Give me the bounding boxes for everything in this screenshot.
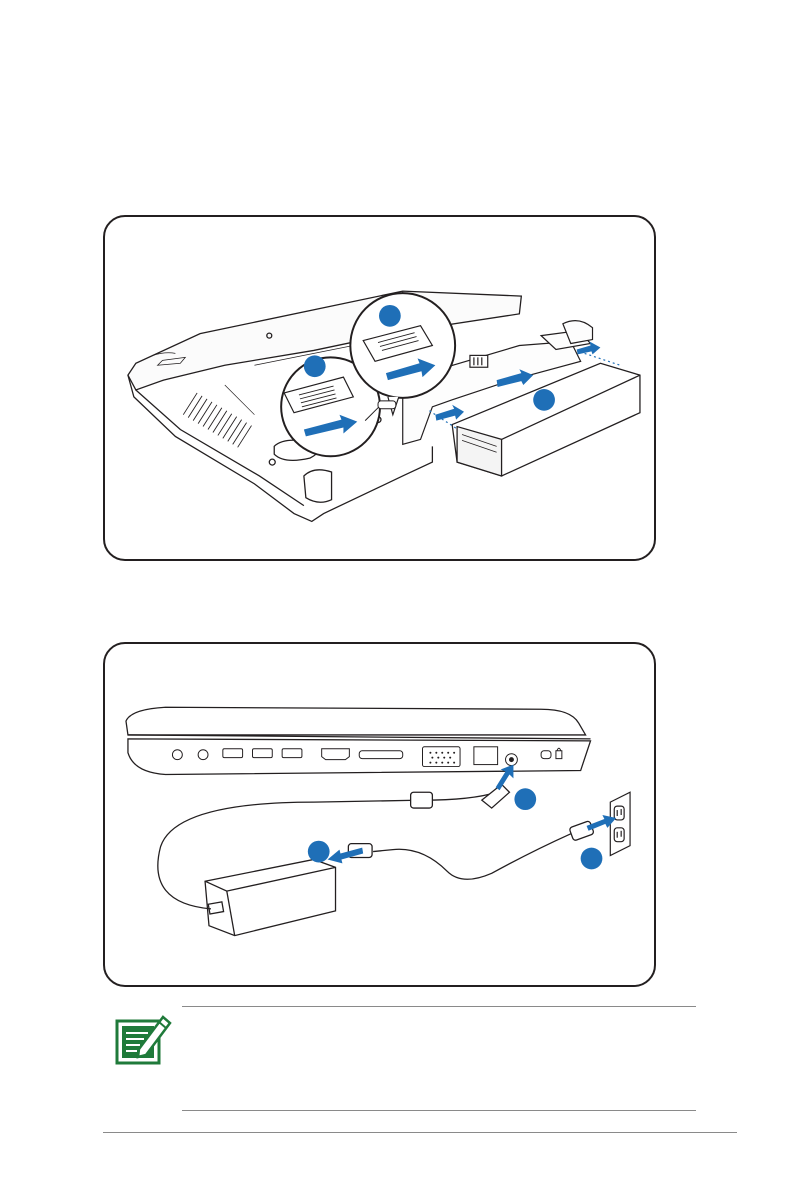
power-step-marker-1 (514, 788, 536, 810)
microphone-jack-icon (198, 750, 208, 760)
usb-port-2 (252, 749, 272, 758)
wall-outlet-icon (610, 792, 630, 855)
note-pencil-icon (113, 1011, 175, 1067)
usb-port-3 (282, 749, 302, 758)
battery-installation-figure (103, 215, 656, 561)
power-step-marker-2 (308, 841, 330, 863)
note-top-rule (182, 1006, 696, 1007)
card-reader-slot (359, 751, 402, 759)
power-connection-illustration (105, 644, 654, 985)
hdmi-port (322, 749, 350, 760)
usb-port-1 (223, 749, 243, 758)
battery-step-marker-3 (533, 389, 555, 411)
kensington-lock-slot (541, 751, 551, 759)
power-connection-figure (103, 642, 656, 987)
lan-port (474, 747, 498, 765)
footer-rule (103, 1132, 737, 1133)
ac-power-cord (348, 821, 594, 880)
laptop-side-profile (126, 707, 591, 774)
headphone-jack-icon (172, 750, 182, 760)
ac-adapter-brick (205, 859, 335, 935)
battery-step-marker-1 (304, 355, 326, 377)
note-bottom-rule (182, 1110, 696, 1111)
battery-step-marker-2 (379, 305, 401, 327)
vga-port (422, 747, 460, 767)
battery-installation-illustration (105, 217, 654, 559)
power-step-marker-3 (581, 848, 603, 870)
